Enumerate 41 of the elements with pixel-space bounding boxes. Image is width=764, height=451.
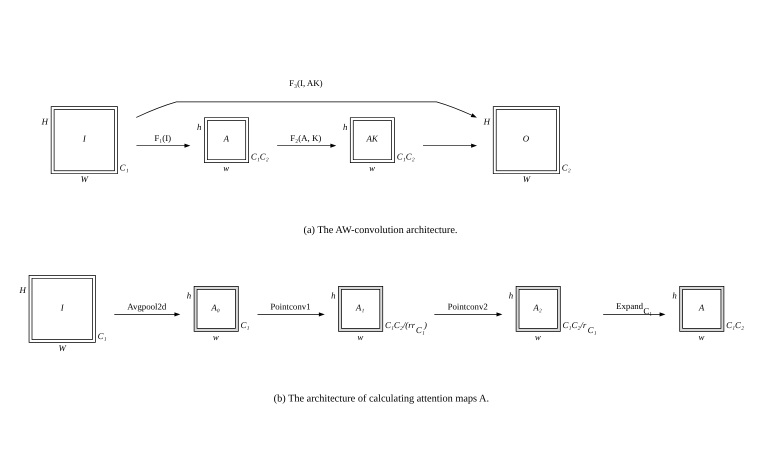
node-label: C₁ (240, 320, 250, 330)
edge-label: Pointconv1 (270, 301, 311, 312)
edge-label: Avgpool2d (127, 301, 166, 312)
node-label: h (197, 121, 202, 132)
node-label: h (331, 290, 336, 300)
edge-label: F₂(A, K) (290, 132, 322, 142)
node-label: W (58, 342, 66, 352)
label: (a) The AW-convolution architecture. (304, 224, 458, 236)
node-label: C₂ (562, 162, 571, 172)
node-label: C₁ (120, 162, 129, 172)
node-label: w (212, 331, 219, 342)
arrow (602, 312, 666, 316)
node-label: H (484, 116, 490, 126)
node-label: W (522, 174, 530, 184)
node-label: w (357, 331, 364, 342)
node-label: W (80, 174, 88, 184)
node-label: w (369, 162, 375, 173)
node-label: H (42, 116, 48, 126)
arrow (422, 143, 478, 148)
node-label: H (19, 284, 26, 295)
node-label: C₁C₂ (726, 320, 744, 330)
label: (b) The architecture of calculating attention maps A. (274, 393, 490, 404)
edge-label: F₁(I) (154, 132, 172, 142)
node-label: C₁ (98, 330, 107, 341)
node-label: w (698, 331, 704, 342)
node-label: C₁C₂ (250, 150, 269, 161)
arrow (434, 312, 502, 316)
node-label: h (508, 290, 514, 300)
arrow (114, 312, 180, 316)
arrow (136, 100, 477, 118)
node-label: h (672, 290, 677, 300)
edge-label: Pointconv2 (448, 301, 488, 312)
node-label: w (534, 331, 541, 342)
arrow (276, 143, 336, 148)
node-label: h (186, 290, 192, 300)
node-label: h (342, 121, 348, 132)
node-label: w (223, 162, 230, 173)
arrow (136, 143, 190, 148)
edge-label: F₃(I, AK) (289, 78, 323, 88)
node-label: C₁C₂ (396, 150, 415, 161)
arrow (257, 312, 325, 316)
